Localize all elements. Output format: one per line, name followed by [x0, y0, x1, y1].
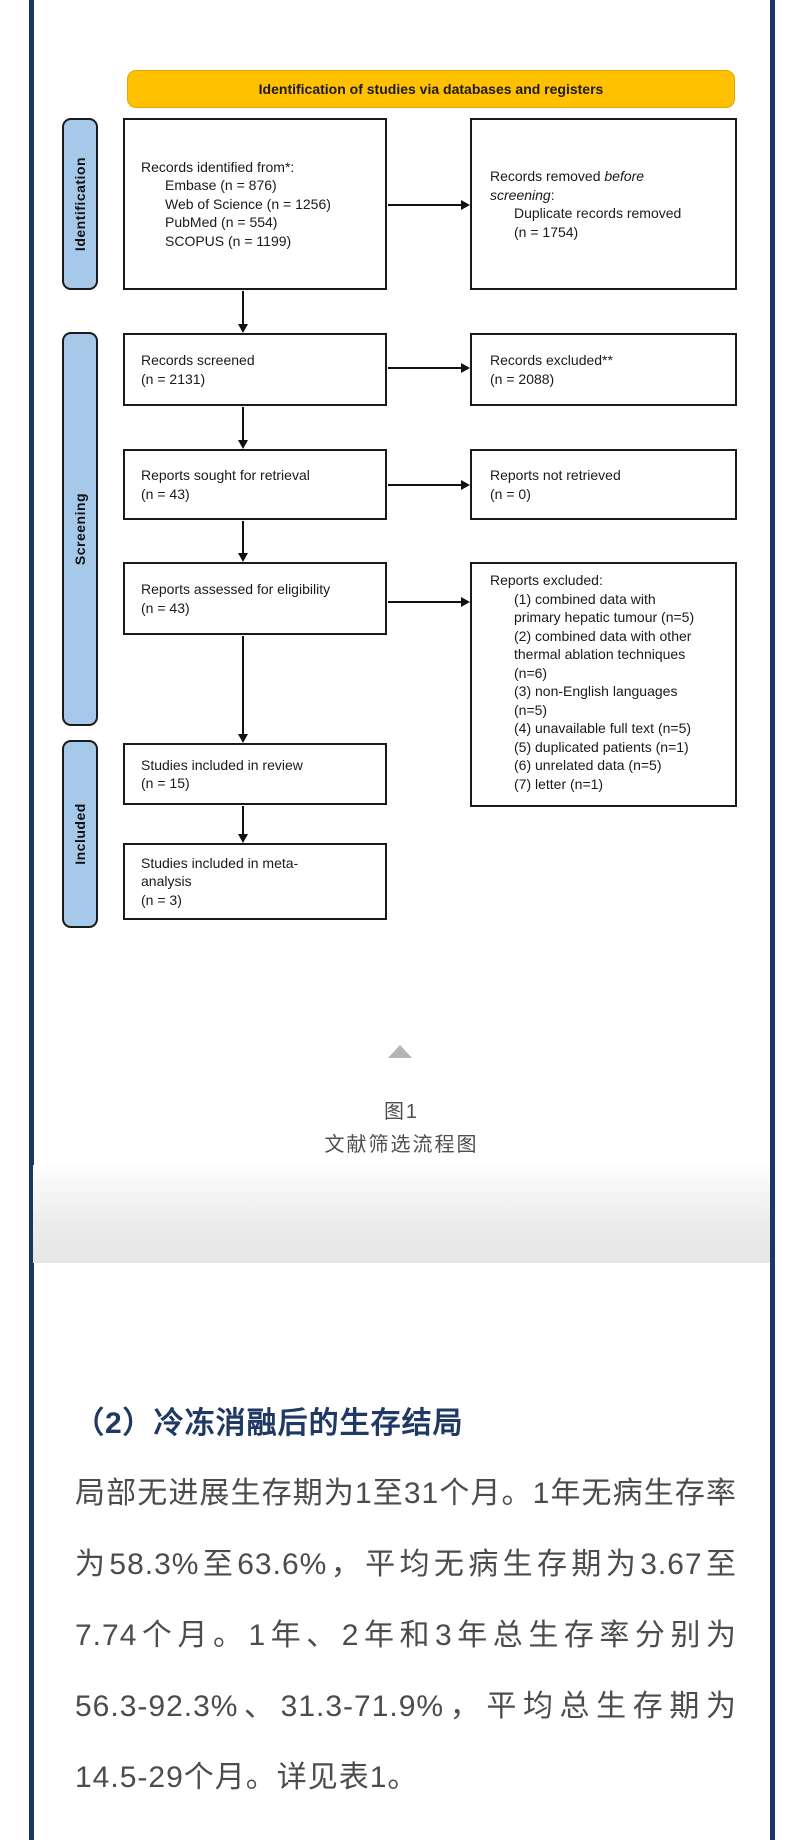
reports-not-retrieved-line2: (n = 0)	[490, 485, 531, 502]
arrow-right-row2	[388, 363, 470, 373]
studies-meta-line3: (n = 3)	[141, 891, 182, 908]
exclusion-reason: (2) combined data with other	[514, 627, 692, 644]
arrow-right-row3	[388, 480, 470, 490]
flow-box-records-excluded: Records excluded** (n = 2088)	[470, 333, 737, 406]
body-line: 14.5-29个月。详见表1。	[75, 1761, 419, 1794]
studies-review-line2: (n = 15)	[141, 775, 190, 791]
exclusion-reason: (7) letter (n=1)	[514, 775, 604, 792]
section-heading: （2）冷冻消融后的生存结局	[74, 1407, 464, 1440]
page-border-left	[29, 0, 34, 1840]
records-identified-title: Records identified from*:	[141, 158, 295, 175]
flow-box-records-identified: Records identified from*: Embase (n = 87…	[123, 118, 387, 290]
exclusion-reason: (5) duplicated patients (n=1)	[514, 738, 689, 755]
stage-bar-included: Included	[62, 740, 98, 928]
stage-label-screening: Screening	[72, 492, 89, 566]
exclusion-reason: primary hepatic tumour (n=5)	[514, 609, 695, 625]
arrow-right-row1	[388, 200, 470, 210]
studies-meta-line2: analysis	[141, 873, 192, 890]
figure-caption-number: 图1	[383, 1101, 420, 1123]
exclusion-reason: thermal ablation techniques	[514, 646, 686, 662]
exclusion-reason: (3) non-English languages	[514, 683, 678, 699]
records-removed-item: (n = 1754)	[514, 223, 579, 240]
records-excluded-line2: (n = 2088)	[490, 370, 555, 387]
figure-caption-title: 文献筛选流程图	[324, 1134, 479, 1156]
body-line: 7.74个月。1年、2年和3年总生存率分别为	[75, 1619, 737, 1652]
studies-review-line1: Studies included in review	[141, 756, 303, 773]
reports-excluded-title: Reports excluded:	[490, 572, 603, 588]
studies-meta-line1: Studies included in meta-	[141, 854, 299, 871]
flow-box-records-removed: Records removed before screening: Duplic…	[470, 118, 737, 290]
arrow-down-2	[238, 407, 248, 449]
exclusion-reason: (6) unrelated data (n=5)	[514, 757, 662, 773]
records-identified-item: Web of Science (n = 1256)	[165, 195, 331, 212]
arrow-down-3	[238, 521, 248, 562]
reports-assessed-line2: (n = 43)	[141, 599, 190, 616]
records-removed-line1: Records removed before	[490, 168, 645, 184]
page-border-right	[770, 0, 775, 1840]
exclusion-reason: (n=6)	[514, 664, 548, 681]
records-removed-item: Duplicate records removed	[514, 205, 682, 221]
flow-box-reports-assessed: Reports assessed for eligibility (n = 43…	[123, 562, 387, 635]
records-screened-line2: (n = 2131)	[141, 370, 206, 387]
stage-label-included: Included	[72, 803, 88, 865]
prisma-banner: Identification of studies via databases …	[127, 70, 735, 108]
records-identified-item: SCOPUS (n = 1199)	[165, 232, 292, 249]
records-screened-line1: Records screened	[141, 352, 255, 368]
body-line: 为58.3%至63.6%，平均无病生存期为3.67至	[75, 1548, 737, 1581]
flow-box-studies-meta: Studies included in meta- analysis (n = …	[123, 843, 387, 920]
stage-label-identification: Identification	[72, 156, 88, 252]
exclusion-reason: (n=5)	[514, 701, 548, 718]
flow-box-studies-review: Studies included in review (n = 15)	[123, 743, 387, 805]
arrow-down-4	[238, 636, 248, 743]
flow-box-reports-excluded-reasons: Reports excluded: (1) combined data with…	[470, 562, 737, 807]
collapse-figure-icon[interactable]	[388, 1045, 412, 1058]
flow-box-reports-sought: Reports sought for retrieval (n = 43)	[123, 449, 387, 520]
flow-box-records-screened: Records screened (n = 2131)	[123, 333, 387, 406]
body-line: 局部无进展生存期为1至31个月。1年无病生存率	[75, 1477, 737, 1510]
exclusion-reason: (1) combined data with	[514, 590, 656, 607]
arrow-down-1	[238, 291, 248, 333]
reports-assessed-line1: Reports assessed for eligibility	[141, 581, 331, 597]
reports-not-retrieved-line1: Reports not retrieved	[490, 467, 621, 483]
body-line: 56.3-92.3%、31.3-71.9%，平均总生存期为	[75, 1690, 737, 1723]
figure-caption: 图1 文献筛选流程图	[33, 1096, 770, 1162]
section-divider-band	[33, 1165, 770, 1263]
arrow-down-5	[238, 806, 248, 843]
records-removed-line2: screening:	[490, 186, 555, 203]
section-body: 局部无进展生存期为1至31个月。1年无病生存率 为58.3%至63.6%，平均无…	[75, 1458, 737, 1813]
reports-sought-line1: Reports sought for retrieval	[141, 467, 310, 483]
records-identified-item: PubMed (n = 554)	[165, 214, 278, 231]
stage-bar-screening: Screening	[62, 332, 98, 726]
reports-sought-line2: (n = 43)	[141, 485, 190, 502]
records-identified-item: Embase (n = 876)	[165, 177, 277, 194]
arrow-right-row4	[388, 597, 470, 607]
stage-bar-identification: Identification	[62, 118, 98, 290]
records-excluded-line1: Records excluded**	[490, 352, 613, 368]
flow-box-reports-not-retrieved: Reports not retrieved (n = 0)	[470, 449, 737, 520]
exclusion-reason: (4) unavailable full text (n=5)	[514, 720, 692, 736]
